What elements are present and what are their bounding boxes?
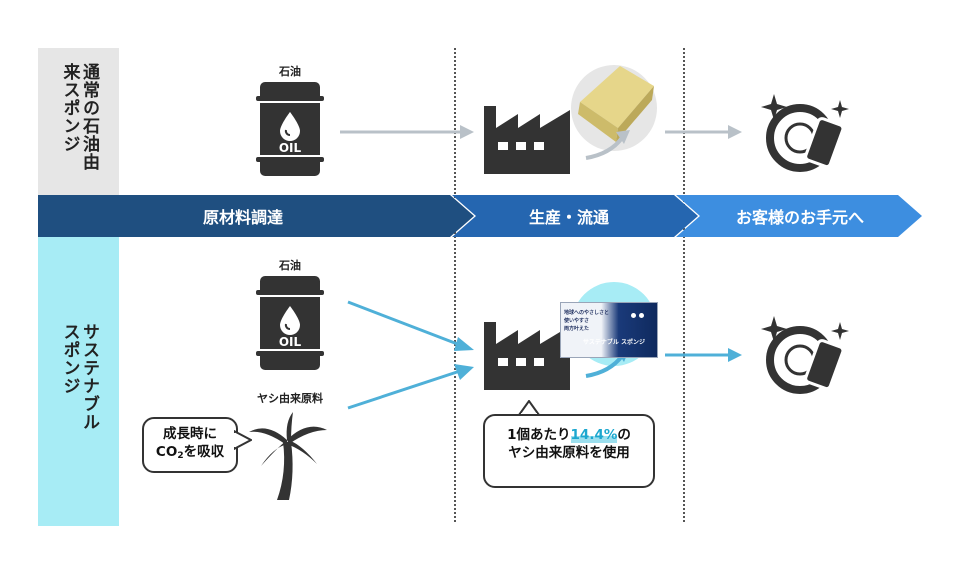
gray-arrow-1: [340, 125, 474, 139]
row-label-sustainable-text: サステナブルスポンジ: [59, 322, 100, 431]
co2-bubble-line1: 成長時に: [163, 426, 217, 442]
palm-tree-icon: [249, 412, 327, 500]
ratio-bubble-line1: 1個あたり14.4%の: [485, 426, 653, 444]
ratio-prefix: 1個あたり: [507, 427, 571, 443]
package-line-3: 両方叶えた: [564, 326, 590, 332]
stage-3-label: お客様のお手元へ: [735, 208, 864, 227]
sparkle-dish-icon-top: [761, 94, 849, 172]
row-label-conventional-text: 通常の石油由来スポンジ: [59, 62, 100, 171]
stage-2-shape: [452, 195, 698, 237]
blue-arrow-oil: [347, 300, 474, 351]
co2-bubble: 成長時に CO2を吸収: [142, 417, 238, 473]
stage-2-label: 生産・流通: [528, 208, 609, 227]
package-icon: 地球へのやさしさと 使いやすさ 両方叶えた サステナブル スポンジ: [560, 302, 658, 358]
drum-text-top: OIL: [279, 141, 302, 155]
ratio-bubble: 1個あたり14.4%の ヤシ由来原料を使用: [483, 414, 655, 488]
co2-bubble-line2: CO2を吸収: [144, 443, 236, 462]
factory-icon-bottom: [484, 322, 570, 390]
co2-subscript: 2: [177, 451, 184, 462]
package-eyes: [631, 313, 645, 319]
oil-label-bottom: 石油: [279, 259, 301, 272]
coconut-label: ヤシ由来原料: [257, 392, 323, 405]
row-label-conventional: 通常の石油由来スポンジ: [38, 48, 119, 195]
drum-text-bottom: OIL: [279, 335, 302, 349]
sparkle-dish-icon-bottom: [761, 316, 849, 394]
stage-3-shape: [676, 195, 922, 237]
ratio-value: 14.4%: [570, 427, 618, 443]
oil-drum-icon: OIL: [256, 82, 324, 176]
co2-suffix: を吸収: [183, 444, 225, 461]
gray-arrow-2: [665, 125, 742, 139]
blue-arrow-coconut: [347, 364, 474, 410]
package-line-2: 使いやすさ: [564, 318, 590, 324]
blue-arrow-3: [665, 348, 742, 362]
stage-1-label: 原材料調達: [202, 208, 283, 227]
package-name: サステナブル スポンジ: [583, 339, 645, 346]
package-line-1: 地球へのやさしさと: [564, 310, 610, 316]
oil-drum-icon-bottom: OIL: [256, 276, 324, 370]
stage-1-shape: [38, 195, 474, 237]
row-label-sustainable: サステナブルスポンジ: [38, 237, 119, 526]
divider-stage-1-2: [454, 48, 456, 522]
sponge-icon: [571, 65, 657, 160]
co2-text: CO: [155, 444, 178, 461]
factory-icon-top: [484, 106, 570, 174]
ratio-suffix: の: [617, 427, 631, 443]
oil-label-top: 石油: [279, 65, 301, 78]
ratio-bubble-line2: ヤシ由来原料を使用: [508, 445, 630, 462]
co2-bubble-tail: [234, 430, 252, 450]
divider-stage-2-3: [683, 48, 685, 522]
stage-band: [38, 195, 922, 237]
